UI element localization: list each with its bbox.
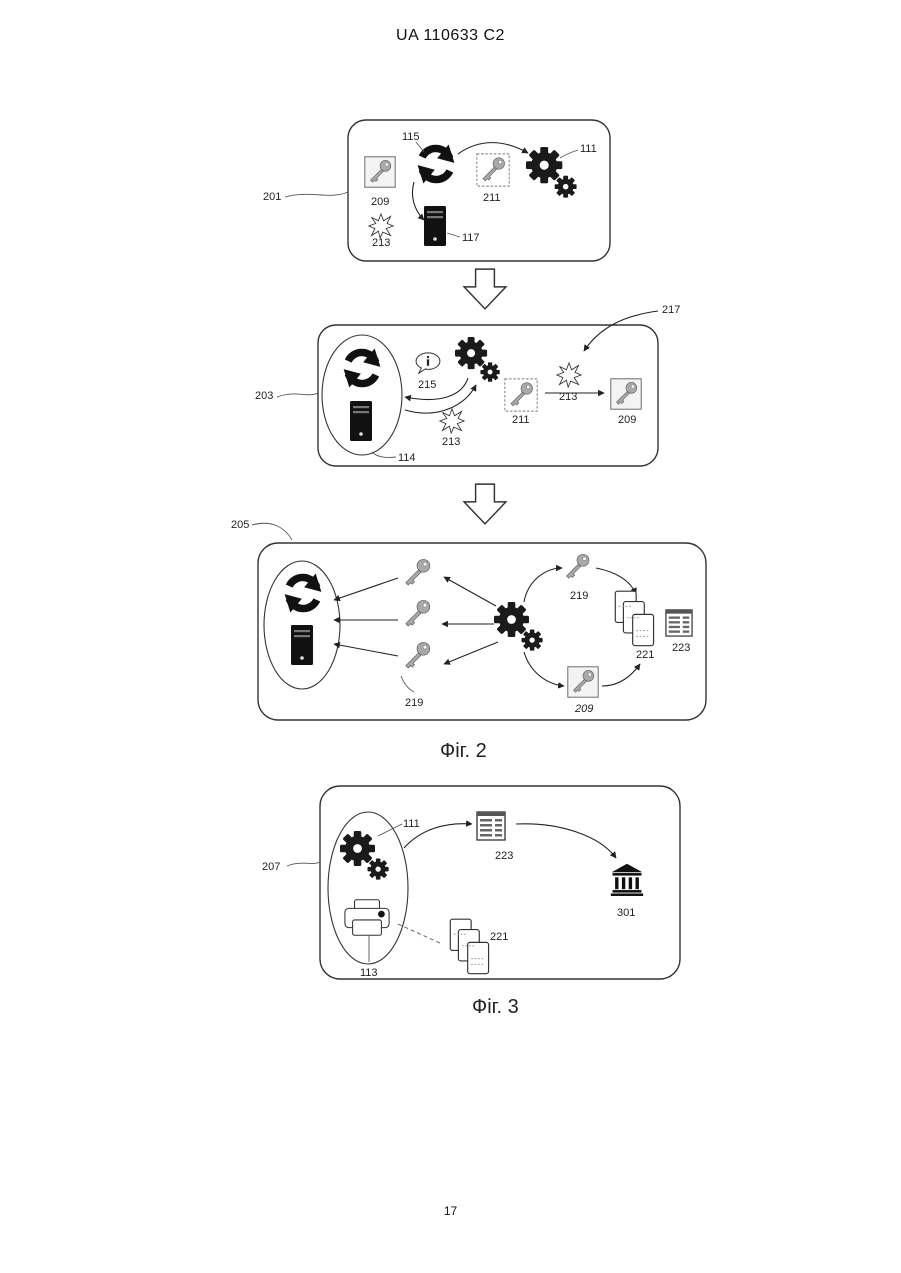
down-arrow-icon — [464, 484, 506, 524]
label-201: 201 — [263, 191, 281, 203]
label-213-bottom: 213 — [442, 436, 460, 448]
key-box-icon — [568, 667, 598, 697]
burst-icon — [440, 409, 464, 433]
label-223: 223 — [672, 642, 690, 654]
label-213: 213 — [372, 237, 390, 249]
key-box-icon — [365, 157, 395, 187]
key-box-icon — [611, 379, 641, 409]
label-219-top: 219 — [570, 590, 588, 602]
label-114: 114 — [398, 452, 416, 464]
panel-205: 205 219 219 221 223 209 — [231, 519, 706, 720]
burst-icon — [369, 214, 393, 238]
burst-icon — [557, 363, 581, 387]
label-223: 223 — [495, 850, 513, 862]
label-209: 209 — [618, 414, 636, 426]
down-arrow-icon — [464, 269, 506, 309]
label-209: 209 — [574, 703, 593, 715]
figure-2-caption: Фіг. 2 — [440, 740, 487, 762]
server-icon — [291, 625, 313, 665]
label-211: 211 — [483, 192, 501, 204]
label-205: 205 — [231, 519, 249, 531]
label-221: 221 — [490, 931, 508, 943]
panel-201: 201 209 115 211 111 213 117 — [263, 120, 610, 261]
label-215: 215 — [418, 379, 436, 391]
label-301: 301 — [617, 907, 635, 919]
label-217: 217 — [662, 304, 680, 316]
figure-3-caption: Фіг. 3 — [472, 996, 519, 1018]
server-icon — [350, 401, 372, 441]
report-icon — [477, 812, 505, 840]
label-115: 115 — [402, 131, 420, 143]
label-117: 117 — [462, 232, 480, 244]
server-icon — [424, 206, 446, 246]
label-219-bottom: 219 — [405, 697, 423, 709]
panel-207: 207 111 113 223 301 221 — [262, 786, 680, 979]
label-211: 211 — [512, 414, 530, 426]
label-203: 203 — [255, 390, 273, 402]
panel-203-box — [318, 325, 658, 466]
label-207: 207 — [262, 861, 280, 873]
panel-203: 203 114 215 213 211 213 209 217 — [255, 304, 680, 466]
label-111: 111 — [580, 143, 597, 155]
page-number: 17 — [0, 1204, 901, 1218]
label-111: 111 — [403, 818, 420, 830]
label-221: 221 — [636, 649, 654, 661]
label-113: 113 — [360, 967, 378, 979]
label-209: 209 — [371, 196, 389, 208]
report-icon — [666, 610, 692, 636]
